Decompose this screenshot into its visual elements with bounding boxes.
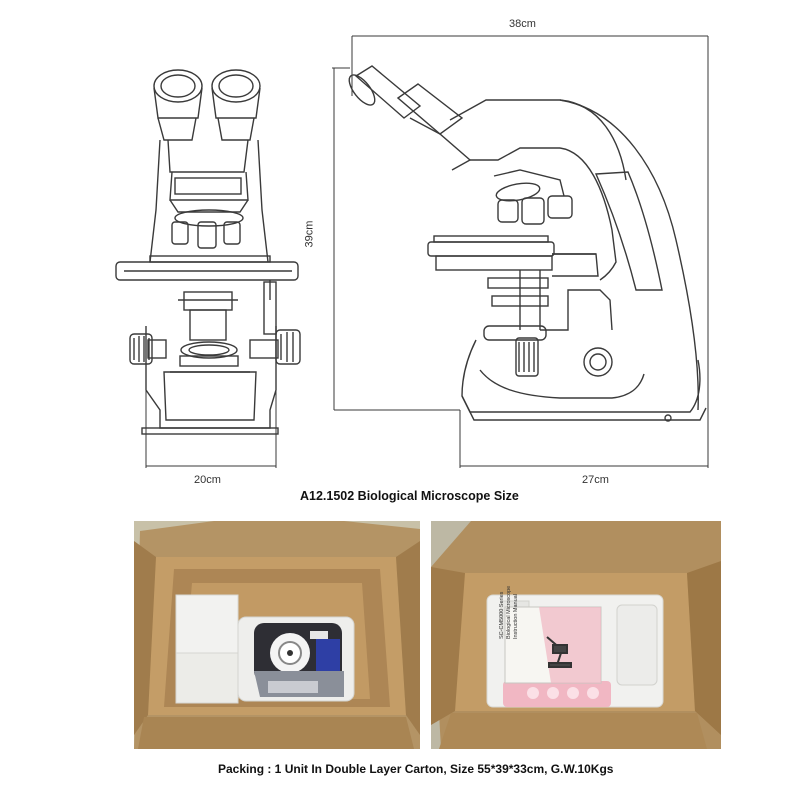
packing-photo-right: SC-CM5000 Series Biological Microscope I… (431, 521, 721, 749)
side-height-label: 39cm (303, 220, 316, 248)
drawing-caption: A12.1502 Biological Microscope Size (300, 489, 519, 503)
manual-text: SC-CM5000 Series Biological Microscope I… (499, 559, 520, 639)
carton-open-right (431, 521, 721, 749)
manual-text-line-1: SC-CM5000 Series (499, 591, 505, 639)
manual-text-line-3: Instruction Manual (513, 594, 519, 639)
packing-photo-left (134, 521, 420, 749)
side-depth-label: 27cm (582, 474, 609, 486)
carton-open-left (134, 521, 420, 749)
front-view-drawing (115, 69, 301, 468)
manual-text-line-2: Biological Microscope (506, 585, 512, 639)
side-view-drawing (332, 35, 709, 468)
side-top-width-label: 38cm (509, 18, 536, 30)
front-width-label: 20cm (194, 474, 221, 486)
packing-caption: Packing : 1 Unit In Double Layer Carton,… (218, 762, 614, 776)
